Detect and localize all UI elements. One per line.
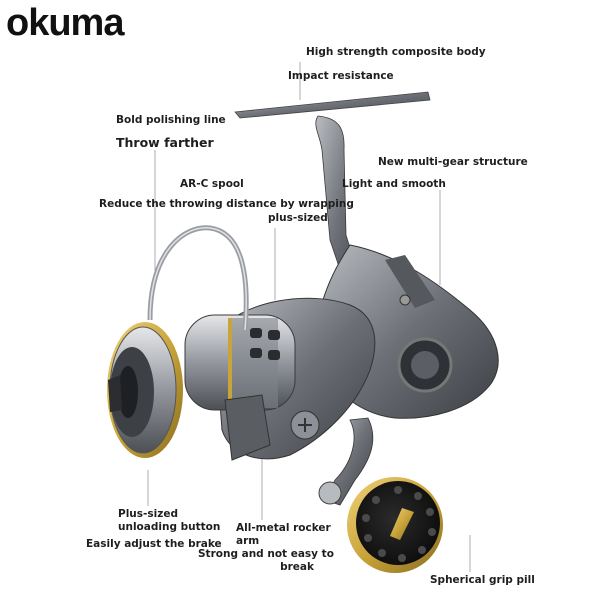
label-spool-sub-2: plus-sized: [268, 212, 328, 224]
callout-lines: [147, 62, 471, 572]
label-gear-title: New multi-gear structure: [378, 156, 528, 168]
label-arm-title-1: All-metal rocker: [236, 522, 331, 534]
label-button-title-2: unloading button: [118, 521, 221, 533]
label-body-title: High strength composite body: [306, 46, 486, 58]
label-body-sub: Impact resistance: [288, 70, 394, 82]
label-arm-sub-1: Strong and not easy to: [198, 548, 334, 560]
label-line-title: Bold polishing line: [116, 114, 226, 126]
label-line-sub: Throw farther: [116, 135, 214, 150]
label-spool-sub-1: Reduce the throwing distance by wrapping: [99, 198, 354, 210]
label-arm-title-2: arm: [236, 535, 260, 547]
label-button-title-1: Plus-sized: [118, 508, 178, 520]
label-spool-title: AR-C spool: [180, 178, 244, 190]
okuma-logo: okuma: [6, 2, 124, 44]
label-grip-title: Spherical grip pill: [430, 574, 535, 586]
label-gear-sub: Light and smooth: [342, 178, 446, 190]
label-arm-sub-2: break: [280, 561, 314, 573]
label-button-sub: Easily adjust the brake: [86, 538, 222, 550]
